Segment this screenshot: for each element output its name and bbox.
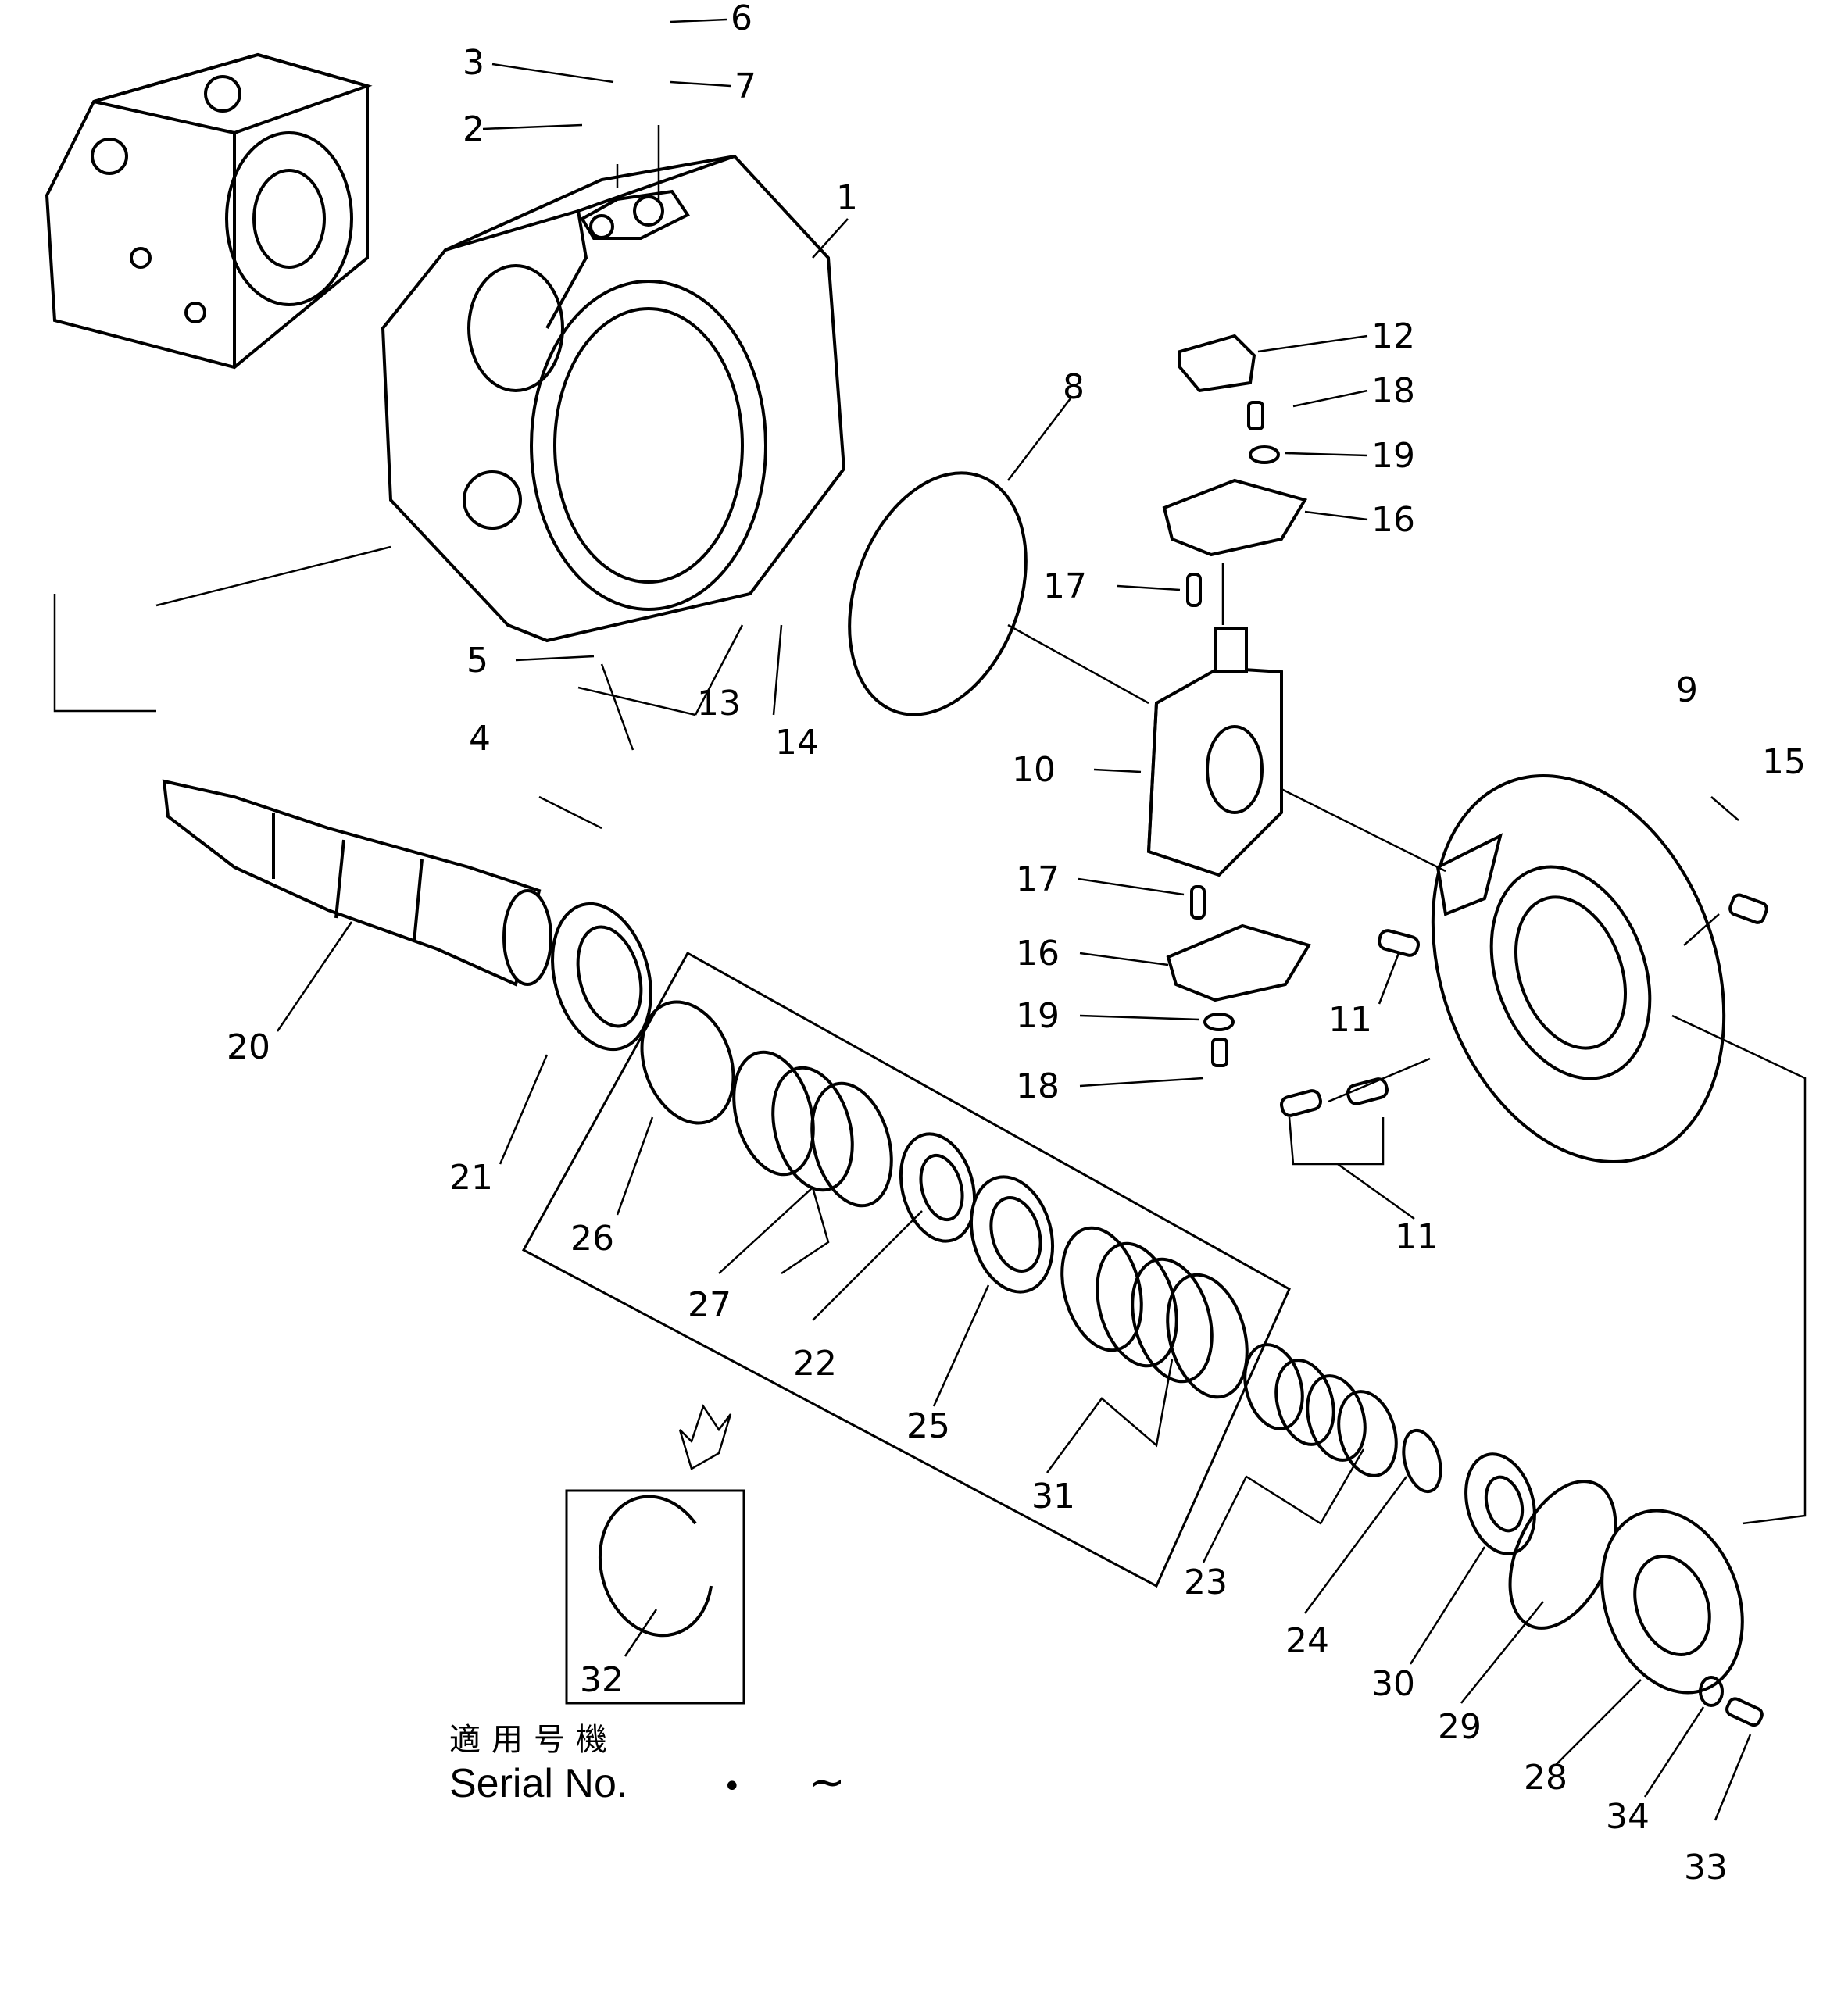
callout-19a: 19 xyxy=(1371,436,1415,476)
callout-21: 21 xyxy=(449,1158,493,1198)
callout-16a: 16 xyxy=(1371,500,1415,540)
callout-8: 8 xyxy=(1063,367,1085,407)
reference-housing xyxy=(45,52,373,370)
callout-28: 28 xyxy=(1524,1758,1567,1798)
bearing-21 xyxy=(551,902,652,1052)
inset-box xyxy=(565,1404,745,1705)
callout-25: 25 xyxy=(906,1406,950,1446)
callout-14: 14 xyxy=(775,723,819,763)
callout-18a: 18 xyxy=(1371,371,1415,411)
callout-11a: 11 xyxy=(1328,1000,1372,1040)
leader-lines xyxy=(53,18,1807,1821)
callout-16b: 16 xyxy=(1016,934,1060,973)
o-ring-8 xyxy=(848,471,1028,716)
callout-29: 29 xyxy=(1438,1707,1482,1747)
callout-10: 10 xyxy=(1012,750,1056,790)
callout-labels: 1 2 3 4 5 6 7 8 9 10 11 11 12 13 14 15 1… xyxy=(227,0,1806,1888)
callout-6: 6 xyxy=(731,0,752,38)
callout-22: 22 xyxy=(793,1344,837,1384)
callout-26: 26 xyxy=(570,1219,614,1259)
callout-20: 20 xyxy=(227,1027,270,1067)
callout-24: 24 xyxy=(1285,1621,1329,1661)
callout-7: 7 xyxy=(735,66,756,106)
callout-5: 5 xyxy=(466,641,488,680)
callout-30: 30 xyxy=(1371,1664,1415,1704)
callout-3: 3 xyxy=(463,43,484,83)
callout-23: 23 xyxy=(1184,1563,1228,1602)
serial-dot: • xyxy=(723,1769,742,1805)
callout-9: 9 xyxy=(1676,670,1698,710)
serial-kanji: 適用号機 xyxy=(449,1722,618,1758)
drive-shaft xyxy=(162,779,552,987)
callout-17a: 17 xyxy=(1043,566,1087,606)
callout-1: 1 xyxy=(836,178,858,218)
callout-34: 34 xyxy=(1606,1797,1650,1837)
callout-32: 32 xyxy=(580,1660,624,1700)
end-cover xyxy=(1279,774,1768,1163)
callout-19b: 19 xyxy=(1016,996,1060,1036)
callout-17b: 17 xyxy=(1016,859,1060,899)
serial-block: 適用号機 Serial No. • ~ xyxy=(449,1722,845,1808)
callout-13: 13 xyxy=(697,684,741,723)
callout-2: 2 xyxy=(463,109,484,149)
seal-kit-parts xyxy=(640,1000,1249,1399)
serial-tilde: ~ xyxy=(809,1757,845,1808)
seal-kit-bracket xyxy=(521,951,1291,1588)
callout-31: 31 xyxy=(1031,1477,1075,1516)
callout-4: 4 xyxy=(469,719,491,759)
main-housing xyxy=(381,154,846,643)
cradle-assembly xyxy=(1146,334,1312,1067)
callout-11b: 11 xyxy=(1395,1217,1439,1257)
rear-parts xyxy=(1243,1343,1764,1727)
callout-27: 27 xyxy=(688,1285,731,1325)
callout-12: 12 xyxy=(1371,316,1415,356)
serial-label: Serial No. xyxy=(449,1761,627,1806)
callout-18b: 18 xyxy=(1016,1066,1060,1106)
callout-15: 15 xyxy=(1762,742,1806,782)
callout-33: 33 xyxy=(1684,1848,1728,1888)
